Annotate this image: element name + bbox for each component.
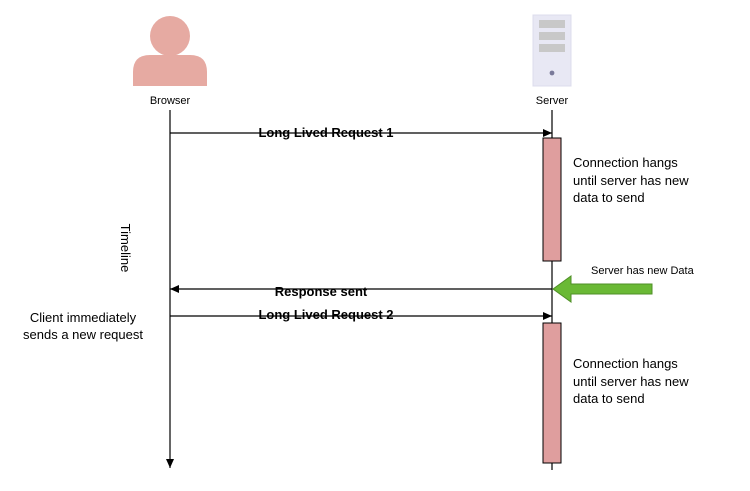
green-arrow-icon bbox=[552, 275, 653, 303]
note-line: until server has new bbox=[573, 173, 689, 188]
activation-note-2: Connection hangs until server has new da… bbox=[573, 356, 689, 406]
activation-note-1: Connection hangs until server has new da… bbox=[573, 155, 689, 205]
activation-bar-2 bbox=[542, 322, 562, 464]
note-line: data to send bbox=[573, 391, 645, 406]
browser-label: Browser bbox=[150, 95, 191, 107]
activation-bar-1 bbox=[542, 137, 562, 262]
event-label: Server has new Data bbox=[591, 265, 695, 277]
server-label: Server bbox=[536, 95, 569, 107]
side-note-line: sends a new request bbox=[23, 327, 143, 342]
user-icon bbox=[133, 16, 207, 86]
browser-actor: Browser bbox=[133, 16, 207, 107]
message-label: Response sent bbox=[275, 284, 368, 299]
side-note-line: Client immediately bbox=[30, 310, 137, 325]
message-label: Long Lived Request 1 bbox=[258, 125, 393, 140]
message-response: Response sent bbox=[170, 284, 552, 299]
note-line: Connection hangs bbox=[573, 155, 678, 170]
note-line: until server has new bbox=[573, 374, 689, 389]
client-side-note: Client immediately sends a new request bbox=[23, 310, 143, 342]
note-line: data to send bbox=[573, 190, 645, 205]
timeline-label: Timeline bbox=[118, 224, 133, 273]
server-icon bbox=[532, 14, 572, 87]
note-line: Connection hangs bbox=[573, 356, 678, 371]
message-request-2: Long Lived Request 2 bbox=[170, 307, 552, 322]
server-actor: Server bbox=[532, 14, 572, 107]
message-request-1: Long Lived Request 1 bbox=[170, 125, 552, 140]
message-label: Long Lived Request 2 bbox=[258, 307, 393, 322]
server-event: Server has new Data bbox=[552, 265, 695, 303]
